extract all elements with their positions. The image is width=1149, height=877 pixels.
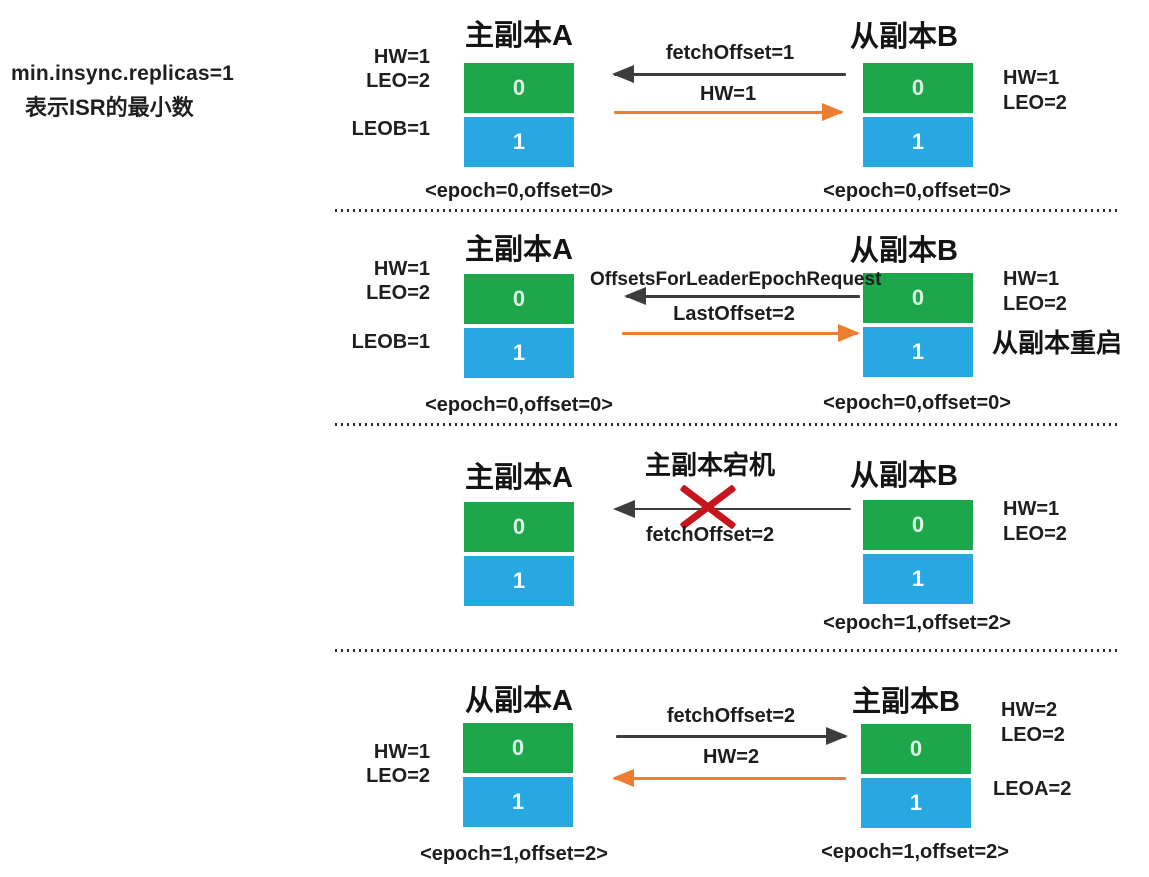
hw-label: HW=1 <box>373 258 430 280</box>
replica-b-epoch-caption: <epoch=0,offset=0> <box>823 180 1011 202</box>
replica-b-log-box: 0 1 <box>863 63 973 167</box>
last-offset-label: LastOffset=2 <box>673 303 795 325</box>
log-segment-1: 1 <box>861 778 971 828</box>
log-segment-1: 1 <box>464 117 574 167</box>
replica-b-epoch-caption: <epoch=1,offset=2> <box>823 612 1011 634</box>
leo-label: LEO=2 <box>1003 92 1067 114</box>
fetch-request-label: fetchOffset=1 <box>665 42 795 64</box>
leo-label: LEO=2 <box>1003 293 1067 315</box>
leader-crash-label: 主副本宕机 <box>644 450 775 480</box>
replica-b-hw-leo-labels: HW=1 LEO=2 <box>1003 267 1067 317</box>
replica-a-epoch-caption: <epoch=0,offset=0> <box>425 394 613 416</box>
replica-b-hw-leo-labels: HW=1 LEO=2 <box>1003 497 1067 547</box>
dotted-separator <box>335 209 1121 212</box>
replica-b-title: 主副本B <box>852 686 960 718</box>
hw-label: HW=1 <box>1003 268 1060 290</box>
replica-b-log-box: 0 1 <box>861 724 971 828</box>
replica-b-hw-leo-labels: HW=1 LEO=2 <box>1003 66 1067 116</box>
leo-label: LEO=2 <box>366 70 430 92</box>
replica-b-epoch-caption: <epoch=1,offset=2> <box>821 841 1009 863</box>
replica-a-log-box: 0 1 <box>464 502 574 606</box>
log-segment-1: 1 <box>464 556 574 606</box>
log-segment-0: 0 <box>861 724 971 774</box>
log-segment-0: 0 <box>863 273 973 323</box>
log-segment-0: 0 <box>464 502 574 552</box>
log-segment-0: 0 <box>464 274 574 324</box>
replica-a-log-box: 0 1 <box>464 274 574 378</box>
hw-label: HW=1 <box>1003 67 1060 89</box>
log-segment-0: 0 <box>863 500 973 550</box>
log-segment-1: 1 <box>863 117 973 167</box>
replica-a-log-box: 0 1 <box>464 63 574 167</box>
replica-b-epoch-caption: <epoch=0,offset=0> <box>823 392 1011 414</box>
log-segment-0: 0 <box>463 723 573 773</box>
log-segment-1: 1 <box>863 327 973 377</box>
hw-label: HW=1 <box>373 741 430 763</box>
leob-label: LEOB=1 <box>351 118 430 140</box>
replica-b-title: 从副本B <box>850 235 958 267</box>
follower-restart-note: 从副本重启 <box>992 328 1123 358</box>
log-segment-0: 0 <box>863 63 973 113</box>
replica-a-epoch-caption: <epoch=0,offset=0> <box>425 180 613 202</box>
replica-b-hw-leo-labels: HW=2 LEO=2 <box>1001 698 1065 748</box>
fetch-request-label: fetchOffset=2 <box>645 524 775 546</box>
log-segment-1: 1 <box>464 328 574 378</box>
leob-label: LEOB=1 <box>351 331 430 353</box>
replica-b-log-box: 0 1 <box>863 500 973 604</box>
dotted-separator <box>335 423 1121 426</box>
fetch-request-label: fetchOffset=2 <box>666 705 796 727</box>
leo-label: LEO=2 <box>1003 523 1067 545</box>
replica-b-title: 从副本B <box>850 460 958 492</box>
min-insync-replicas-note: min.insync.replicas=1 <box>11 62 235 85</box>
replica-b-title: 从副本B <box>850 21 958 53</box>
hw-response-label: HW=2 <box>702 746 760 768</box>
replica-a-log-box: 0 1 <box>463 723 573 827</box>
isr-minimum-note: 表示ISR的最小数 <box>25 95 194 120</box>
replica-a-title: 主副本A <box>465 462 573 494</box>
hw-label: HW=1 <box>373 46 430 68</box>
hw-label: HW=1 <box>1003 498 1060 520</box>
replica-a-title: 从副本A <box>465 685 573 717</box>
replica-b-log-box: 0 1 <box>863 273 973 377</box>
leo-label: LEO=2 <box>366 282 430 304</box>
hw-response-label: HW=1 <box>699 83 757 105</box>
log-segment-0: 0 <box>464 63 574 113</box>
replica-a-hw-leo-labels: HW=1 LEO=2 <box>330 45 430 93</box>
replica-a-epoch-caption: <epoch=1,offset=2> <box>420 843 608 865</box>
hw-label: HW=2 <box>1001 699 1058 721</box>
replica-a-title: 主副本A <box>465 20 573 52</box>
epoch-request-label: OffsetsForLeaderEpochRequest <box>590 269 882 290</box>
replica-a-title: 主副本A <box>465 234 573 266</box>
replica-a-hw-leo-labels: HW=1 LEO=2 <box>330 257 430 305</box>
log-segment-1: 1 <box>463 777 573 827</box>
log-segment-1: 1 <box>863 554 973 604</box>
replica-a-hw-leo-labels: HW=1 LEO=2 <box>330 740 430 788</box>
leo-label: LEO=2 <box>1001 724 1065 746</box>
leo-label: LEO=2 <box>366 765 430 787</box>
dotted-separator <box>335 649 1121 652</box>
leoa-label: LEOA=2 <box>993 778 1072 800</box>
